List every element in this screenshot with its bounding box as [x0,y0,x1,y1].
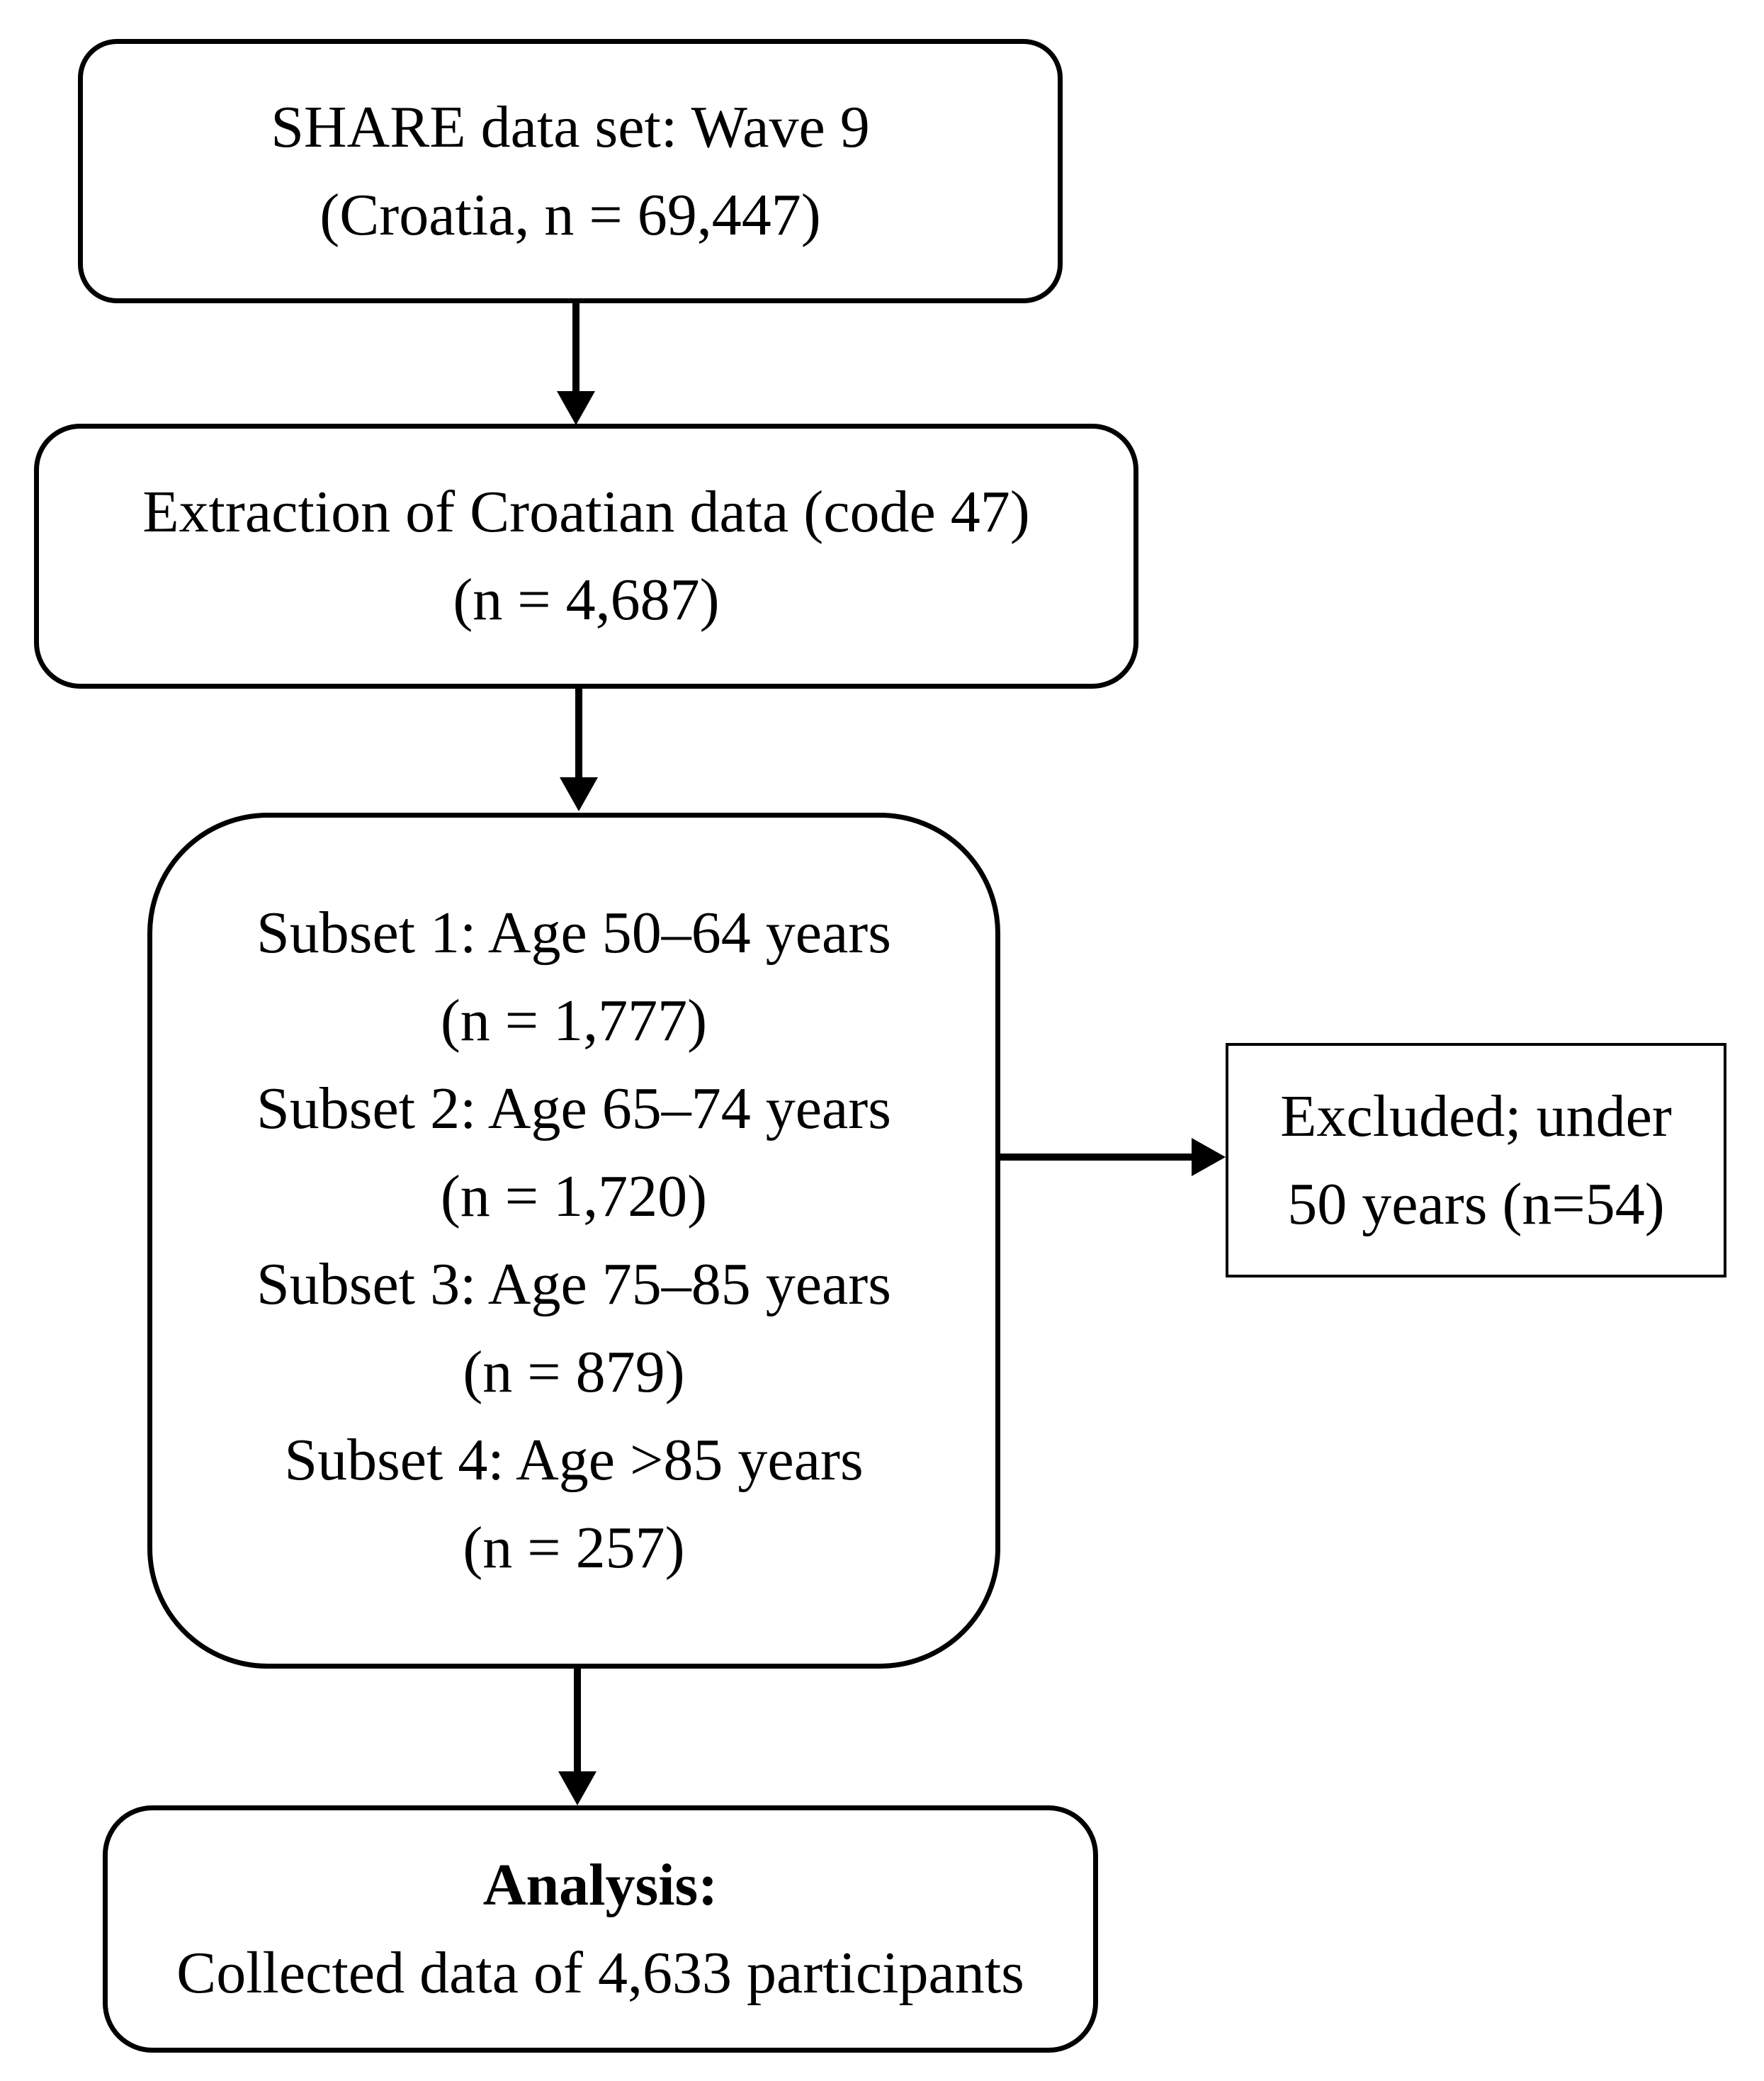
subset-3-n: (n = 879) [463,1339,685,1405]
analysis-box: Analysis: Collected data of 4,633 partic… [103,1805,1098,2053]
subset-2-n: (n = 1,720) [440,1163,708,1229]
extraction-line1: Extraction of Croatian data (code 47) [142,479,1030,545]
share-dataset-line2: (Croatia, n = 69,447) [320,181,821,248]
subset-3-label: Subset 3: Age 75–85 years [256,1251,891,1317]
arrow-down-2-stem [575,689,582,778]
subset-1-n: (n = 1,777) [440,988,708,1054]
extraction-line2: (n = 4,687) [453,567,720,633]
arrow-down-1-stem [572,303,579,393]
excluded-line2: 50 years (n=54) [1287,1171,1665,1237]
subset-4-n: (n = 257) [463,1515,685,1581]
arrow-down-3-stem [574,1669,581,1773]
subset-1-label: Subset 1: Age 50–64 years [256,900,891,966]
arrow-down-1-icon [557,391,595,425]
arrow-right-stem [1000,1154,1193,1161]
subset-4-label: Subset 4: Age >85 years [284,1427,864,1493]
analysis-line2: Collected data of 4,633 participants [176,1939,1024,2006]
arrow-right-icon [1192,1138,1226,1176]
share-dataset-box: SHARE data set: Wave 9 (Croatia, n = 69,… [78,39,1063,303]
excluded-box: Excluded; under 50 years (n=54) [1226,1043,1726,1278]
arrow-down-3-icon [558,1771,597,1805]
extraction-box: Extraction of Croatian data (code 47) (n… [34,424,1138,689]
arrow-down-2-icon [560,777,598,811]
subsets-box: Subset 1: Age 50–64 years (n = 1,777) Su… [147,813,1000,1669]
share-dataset-line1: SHARE data set: Wave 9 [271,94,870,160]
analysis-title: Analysis: [482,1851,718,1918]
subset-2-label: Subset 2: Age 65–74 years [256,1076,891,1141]
excluded-line1: Excluded; under [1280,1083,1672,1149]
